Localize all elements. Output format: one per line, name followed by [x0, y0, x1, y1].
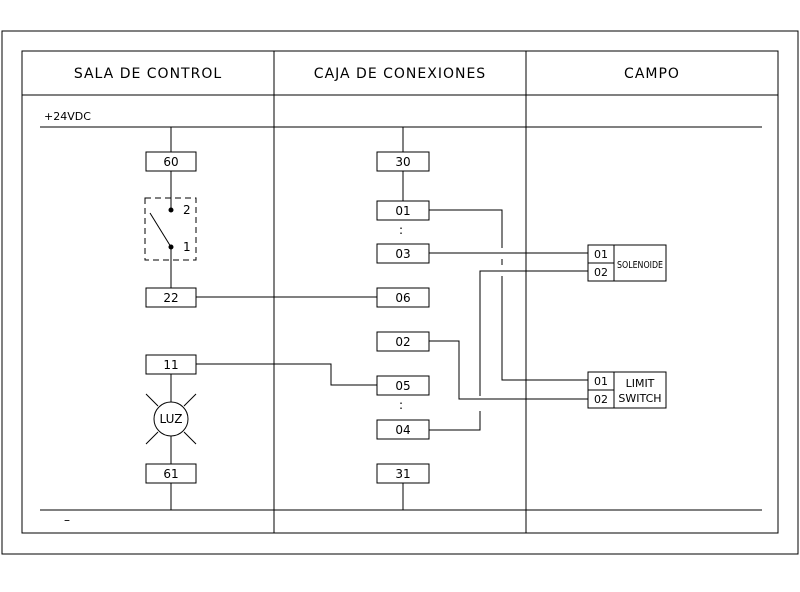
terminal-61-label: 61 — [163, 467, 178, 481]
limit-switch-t1-label: 01 — [594, 375, 608, 388]
terminal-31-label: 31 — [395, 467, 410, 481]
ellipsis-upper: : — [399, 223, 403, 237]
wire-04-to-sol02 — [479, 270, 588, 396]
switch-contact-2 — [168, 207, 174, 213]
terminal-01-label: 01 — [395, 204, 410, 218]
limit-switch-t2-label: 02 — [594, 393, 608, 406]
switch-enclosure — [144, 197, 197, 261]
terminal-06 — [376, 287, 430, 308]
limit-switch-label-2: SWITCH — [618, 392, 661, 405]
positive-rail-label: +24VDC — [44, 110, 91, 123]
terminal-11-label: 11 — [163, 358, 178, 372]
limit-switch-label-1: LIMIT — [626, 377, 655, 390]
limit-switch-device — [613, 371, 667, 409]
wire-04-to-sol02 — [429, 411, 481, 431]
lamp-label: LUZ — [160, 412, 183, 426]
solenoid-t2-label: 02 — [594, 266, 608, 279]
terminal-06-label: 06 — [395, 291, 410, 305]
lamp-ray — [145, 393, 159, 407]
wire-11-to-05 — [196, 363, 377, 386]
wire-02-to-ls02 — [429, 340, 588, 400]
terminal-05-label: 05 — [395, 379, 410, 393]
header-junction-box: CAJA DE CONEXIONES — [314, 66, 486, 82]
lamp-ray — [145, 431, 159, 445]
terminal-05 — [376, 375, 430, 396]
terminal-02-label: 02 — [395, 335, 410, 349]
solenoid-label: SOLENOIDE — [617, 260, 663, 271]
solenoid-device — [613, 244, 667, 282]
switch-contact-a-label: 2 — [183, 203, 191, 217]
wire-01-to-ls01 — [429, 209, 503, 248]
outer-frame — [1, 30, 799, 555]
terminal-30-label: 30 — [395, 155, 410, 169]
terminal-60-label: 60 — [163, 155, 178, 169]
solenoid-t1-label: 01 — [594, 248, 608, 261]
lamp-ray — [183, 393, 197, 407]
lamp-ray — [183, 431, 197, 445]
wire-01-to-ls01 — [501, 276, 588, 381]
header-field: CAMPO — [624, 66, 680, 82]
inner-frame — [21, 50, 779, 534]
negative-rail-label: – — [64, 513, 70, 527]
terminal-04-label: 04 — [395, 423, 410, 437]
terminal-22-label: 22 — [163, 291, 178, 305]
terminal-03-label: 03 — [395, 247, 410, 261]
switch-blade — [149, 212, 172, 248]
switch-contact-b-label: 1 — [183, 240, 191, 254]
header-control-room: SALA DE CONTROL — [74, 66, 222, 82]
ellipsis-lower: : — [399, 398, 403, 412]
